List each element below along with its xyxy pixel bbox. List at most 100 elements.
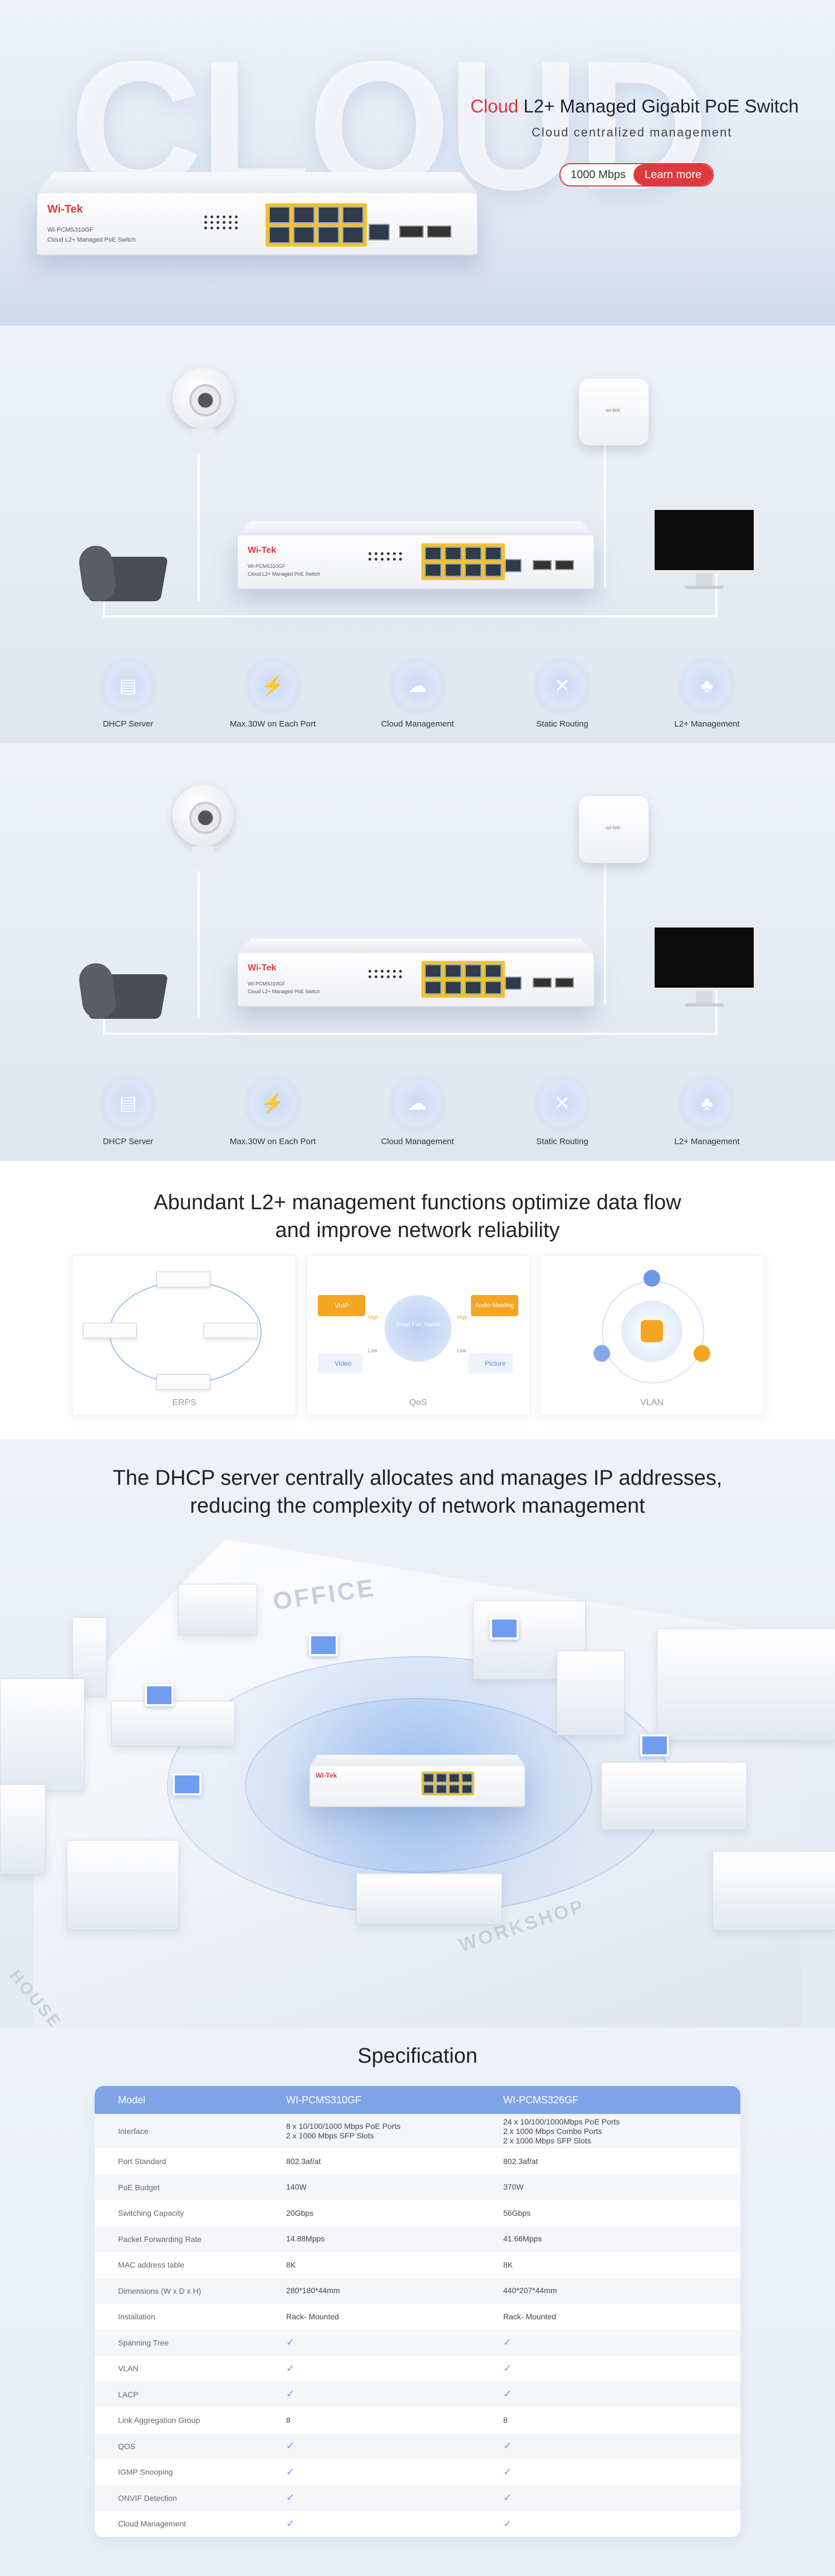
topology-section-2: wi-tek Wi-Tek WI-PCMS310GF Cloud L2+ Man… [0,743,835,1161]
l2-heading: Abundant L2+ management functions optimi… [154,1191,681,1242]
qos-card: Smart PoE Switch VoIP Audio Meeting Vide… [306,1255,530,1415]
table-cell: 20Gbps [286,2208,314,2217]
table-cell: ✓ [503,2362,512,2374]
dhcp-switch-image: Wi-Tek [309,1755,525,1807]
cloud-management-icon: ☁ [394,1080,441,1127]
table-cell: 140W [286,2182,307,2192]
table-row: Spanning Tree ✓ ✓ [95,2329,740,2356]
table-cell: ✓ [286,2492,295,2504]
hero-switch-image: Wi-Tek WI-PCMS310GF Cloud L2+ Managed Po… [36,172,478,256]
table-cell: QOS [118,2441,136,2451]
l2-management-icon: ♣ [684,663,730,709]
table-cell: Rack- Mounted [503,2312,556,2321]
table-row: LACP✓✓ [95,2381,740,2407]
table-cell: 56Gbps [503,2208,531,2217]
learn-more-button[interactable]: Learn more [633,164,713,185]
laptop-icon [490,1617,519,1640]
table-cell: ✓ [286,2440,295,2452]
feature-dhcp-server: ▤DHCP Server [67,663,189,729]
table-cell: ✓ [503,2337,512,2348]
spec-table: Model WI-PCMS310GF WI-PCMS326GF Interfac… [95,2086,740,2537]
feature-cloud-management: ☁Cloud Management [356,663,479,729]
table-row: QOS ✓ ✓ [95,2433,740,2459]
feature-max-30w: ⚡Max.30W on Each Port [212,1080,334,1146]
table-cell: 41.66Mpps [503,2234,542,2244]
speed-label: 1000 Mbps [571,168,626,181]
table-cell: ✓ [286,2337,295,2348]
table-cell: Packet Forwarding Rate [118,2234,202,2244]
laptop-icon [145,1684,174,1706]
table-row: Port Standard 802.3af/at 802.3af/at [95,2148,740,2175]
table-cell: ✓ [286,2388,295,2400]
table-row: IGMP Snooping✓✓ [95,2459,740,2485]
access-point-image: wi-tek [579,796,649,863]
table-cell: 24 x 10/100/1000Mbps PoE Ports 2 x 1000 … [503,2117,620,2145]
table-cell: PoE Budget [118,2182,160,2192]
static-routing-icon: ✕ [539,1080,586,1127]
feature-l2-management: ♣L2+ Management [646,663,768,729]
table-cell: Port Standard [118,2157,166,2166]
hero-subtitle: Cloud centralized management [532,125,733,139]
topology-switch-image: Wi-Tek WI-PCMS310GF Cloud L2+ Managed Po… [237,939,595,1007]
table-row: VLAN✓✓ [95,2356,740,2382]
monitor-image [651,924,757,1008]
table-cell: IGMP Snooping [118,2467,173,2477]
topology-section-1: wi-tek Wi-Tek WI-PCMS310GF Cloud L2+ Man… [0,326,835,743]
table-cell: 802.3af/at [503,2156,538,2166]
switch-model-text: WI-PCMS310GF [47,227,94,233]
table-cell: 8 [286,2415,291,2425]
laptop-icon [173,1773,202,1795]
table-cell: Dimensions (W x D x H) [118,2286,202,2295]
table-cell: Spanning Tree [118,2338,169,2347]
table-cell: 8 [503,2415,508,2425]
erps-caption: ERPS [172,1398,197,1407]
feature-l2-management: ♣L2+ Management [646,1080,768,1146]
l2-functions-section: Abundant L2+ management functions optimi… [0,1161,835,1439]
table-cell: ✓ [503,2440,512,2452]
table-cell: 370W [503,2182,524,2192]
table-cell: 280*180*44mm [286,2286,340,2295]
hero-cta-pill: 1000 Mbps Learn more [559,163,714,187]
switch-brand: Wi-Tek [47,203,83,215]
ip-phone-image [77,540,170,607]
static-routing-icon: ✕ [539,663,586,709]
table-cell: Switching Capacity [118,2209,184,2218]
table-cell: 8K [286,2260,296,2269]
specification-section: Specification Model WI-PCMS310GF WI-PCMS… [0,2028,835,2576]
switch-lid [36,172,478,193]
table-cell: LACP [118,2389,139,2399]
cloud-management-icon: ☁ [394,663,441,709]
table-cell: ✓ [503,2492,512,2504]
topology-switch-image: Wi-Tek WI-PCMS310GF Cloud L2+ Managed Po… [237,521,595,590]
ip-phone-image [77,958,170,1024]
table-cell: Cloud Management [118,2519,186,2529]
table-cell: 802.3af/at [286,2156,321,2166]
ip-camera-image [173,367,234,457]
table-cell: 8 x 10/100/1000 Mbps PoE Ports 2 x 1000 … [286,2122,401,2140]
dhcp-server-icon: ▤ [105,663,151,709]
laptop-icon [309,1634,338,1656]
vlan-caption: VLAN [640,1398,664,1407]
power-30w-icon: ⚡ [249,663,296,709]
switch-sfp-slot [427,225,451,238]
ip-camera-image [173,785,234,874]
table-cell: Installation [118,2312,155,2322]
dhcp-section: The DHCP server centrally allocates and … [0,1439,835,2028]
table-cell: ✓ [286,2362,295,2374]
table-cell: 14.88Mpps [286,2234,325,2244]
vlan-card: VLAN [540,1255,764,1415]
feature-static-routing: ✕Static Routing [501,1080,623,1146]
table-cell: 8K [503,2260,513,2269]
feature-static-routing: ✕Static Routing [501,663,623,729]
table-cell: ONVIF Detection [118,2493,177,2503]
table-cell: 440*207*44mm [503,2286,557,2295]
table-row: Packet Forwarding Rate 14.88Mpps 41.66Mpps [95,2226,740,2252]
feature-max-30w: ⚡Max.30W on Each Port [212,663,334,729]
table-cell: ✓ [503,2518,512,2529]
table-cell: ✓ [286,2466,295,2477]
